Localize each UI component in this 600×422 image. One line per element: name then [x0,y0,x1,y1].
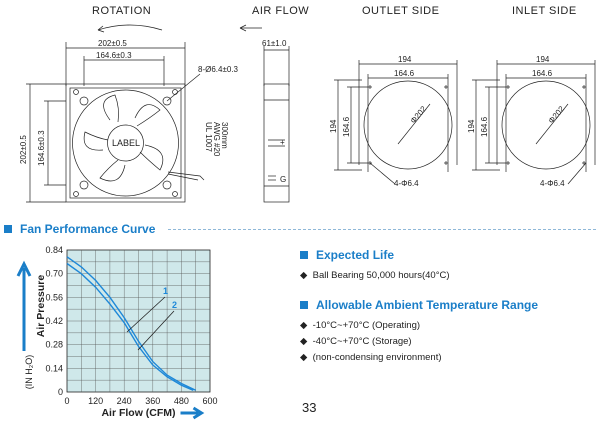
outlet-w1: 194 [398,55,412,64]
outlet-w2: 164.6 [394,69,415,78]
ambient-marker-icon [300,301,308,309]
header-rotation: ROTATION [92,5,152,17]
ambient-item: ◆ (non-condensing environment) [300,352,600,363]
curve-section-header: Fan Performance Curve [0,220,600,238]
ambient-note-text: (non-condensing environment) [312,352,442,363]
section-divider-line [168,229,596,230]
front-width-dim: 202±0.5 [98,39,127,48]
header-outlet-side: OUTLET SIDE [362,5,440,17]
y-axis-unit: (IN H₂O) [24,355,34,390]
x-tick-label: 480 [174,396,189,406]
x-tick-label: 0 [64,396,69,406]
x-tick-label: 120 [88,396,103,406]
front-inner-width-dim: 164.6±0.3 [96,51,132,60]
inlet-h2: 164.6 [480,116,489,137]
front-holes-dim: 8-Ø6.4±0.3 [198,65,239,74]
diamond-bullet-icon: ◆ [300,270,308,281]
x-tick-label: 600 [202,396,217,406]
inlet-h1: 194 [467,119,476,133]
ambient-block: Allowable Ambient Temperature Range ◆ -1… [300,296,600,363]
front-inner-height-dim: 164.6±0.3 [37,130,46,166]
y-axis-label: Air Pressure [35,275,47,338]
header-air-flow: AIR FLOW [252,5,310,17]
front-cable-line-2: AWG #20 [212,122,221,157]
front-height-dim: 202±0.5 [19,135,28,164]
page-number: 33 [302,400,317,415]
inlet-view [472,60,596,185]
expected-life-block: Expected Life ◆ Ball Bearing 50,000 hour… [300,246,590,281]
x-tick-label: 240 [117,396,132,406]
y-tick-label: 0 [58,387,63,397]
series-leader-line [126,296,166,333]
expected-life-text: Ball Bearing 50,000 hours(40°C) [312,270,450,281]
front-view [26,42,205,203]
y-tick-label: 0.84 [45,245,63,255]
expected-life-title: Expected Life [316,248,395,262]
y-tick-label: 0.14 [45,363,63,373]
series-label: 1 [163,286,168,296]
series-line-2 [66,262,194,391]
side-depth-dim: 61±1.0 [262,39,287,48]
fan-drawings: 202±0.5 164.6±0.3 8-Ø6.4±0.3 202±0.5 164… [19,24,596,203]
section-marker-icon [4,225,12,233]
curve-section-title: Fan Performance Curve [20,222,156,236]
outlet-h2: 164.6 [342,116,351,137]
outlet-view [334,60,458,185]
front-cable-line-1: UL 1007 [204,122,213,153]
front-cable-line-3: 300mm [220,122,229,149]
x-axis-arrow-icon [180,406,205,420]
outlet-diameter: Φ202 [409,104,429,125]
inlet-holes: 4-Φ6.4 [540,179,565,188]
ambient-item: ◆ -10°C~+70°C (Operating) [300,320,600,331]
ambient-header: Allowable Ambient Temperature Range [300,296,600,314]
ambient-title: Allowable Ambient Temperature Range [316,298,539,312]
inlet-w1: 194 [536,55,550,64]
diamond-bullet-icon: ◆ [300,336,308,347]
outlet-holes: 4-Φ6.4 [394,179,419,188]
rotation-arrow-icon [97,24,163,33]
front-label: LABEL [112,138,140,148]
inlet-diameter: Φ202 [547,104,567,125]
y-tick-label: 0.70 [45,269,63,279]
ambient-item: ◆ -40°C~+70°C (Storage) [300,336,600,347]
y-tick-label: 0.56 [45,292,63,302]
ambient-operating-text: -10°C~+70°C (Operating) [312,320,421,331]
expected-life-item: ◆ Ball Bearing 50,000 hours(40°C) [300,270,590,281]
expected-life-marker-icon [300,251,308,259]
ambient-storage-text: -40°C~+70°C (Storage) [312,336,412,347]
series-line-1 [66,256,197,391]
y-tick-label: 0.28 [45,340,63,350]
y-axis-arrow-icon [16,260,32,351]
inlet-w2: 164.6 [532,69,553,78]
performance-chart: 0 0.14 0.28 0.42 0.56 0.70 0.84 0 120 240 360 480 60… [16,245,218,420]
expected-life-header: Expected Life [300,246,590,264]
y-tick-label: 0.42 [45,316,63,326]
header-inlet-side: INLET SIDE [512,5,577,17]
x-axis-label: Air Flow (CFM) [101,407,175,419]
outlet-h1: 194 [329,119,338,133]
x-tick-label: 360 [145,396,160,406]
series-label: 2 [172,300,177,310]
side-plus: + [280,138,285,147]
side-view [239,24,290,203]
side-g: G [280,175,286,184]
diamond-bullet-icon: ◆ [300,352,308,363]
series-leader-line [137,310,175,351]
diamond-bullet-icon: ◆ [300,320,308,331]
